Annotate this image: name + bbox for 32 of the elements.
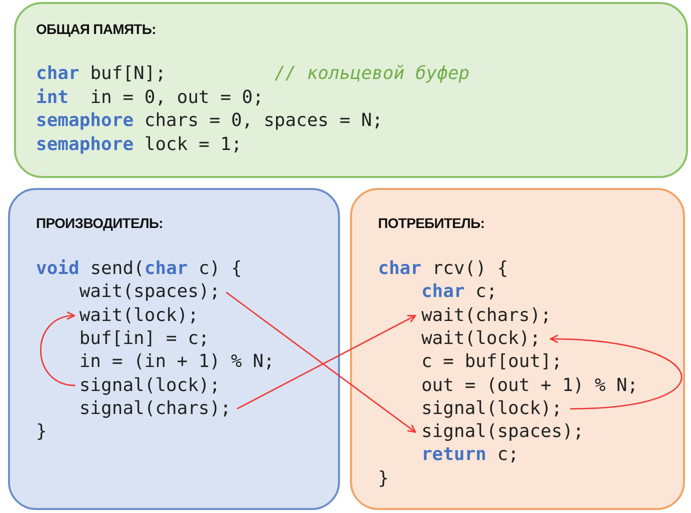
panel-heading: ПРОИЗВОДИТЕЛЬ: — [36, 214, 163, 233]
code-line: char c; — [421, 281, 498, 304]
code-line: return c; — [421, 444, 519, 466]
code-line: semaphore lock = 1; — [36, 134, 242, 156]
code-line: char buf[N]; // кольцевой буфер — [36, 63, 470, 85]
producer-panel — [8, 188, 340, 510]
panel-heading: ПОТРЕБИТЕЛЬ: — [378, 214, 485, 233]
code-line: wait(lock); — [79, 304, 199, 327]
code-line: wait(spaces); — [79, 281, 220, 304]
code-line: int in = 0, out = 0; — [36, 86, 264, 108]
code-line: wait(lock); — [421, 328, 541, 350]
code-line: wait(chars); — [421, 304, 552, 327]
code-line: c = buf[out]; — [421, 351, 562, 374]
consumer-panel — [350, 188, 685, 510]
code-line: semaphore chars = 0, spaces = N; — [36, 110, 383, 132]
arrow — [550, 334, 682, 410]
code-line: in = (in + 1) % N; — [79, 351, 274, 374]
code-line: char rcv() { — [378, 258, 508, 280]
code-line: out = (out + 1) % N; — [421, 374, 638, 396]
arrow — [236, 314, 416, 410]
arrow — [226, 292, 416, 433]
code-line: signal(chars); — [79, 398, 232, 420]
panel-heading: ОБЩАЯ ПАМЯТЬ: — [36, 20, 156, 39]
code-line: void send(char c) { — [36, 258, 242, 280]
code-line: } — [378, 468, 389, 490]
shared-memory-panel — [14, 2, 688, 178]
code-line: signal(lock); — [79, 374, 220, 396]
arrow — [40, 312, 76, 386]
code-line: } — [36, 421, 47, 444]
code-line: signal(spaces); — [421, 421, 584, 444]
code-line: buf[in] = c; — [79, 328, 210, 350]
code-line: signal(lock); — [421, 398, 562, 420]
